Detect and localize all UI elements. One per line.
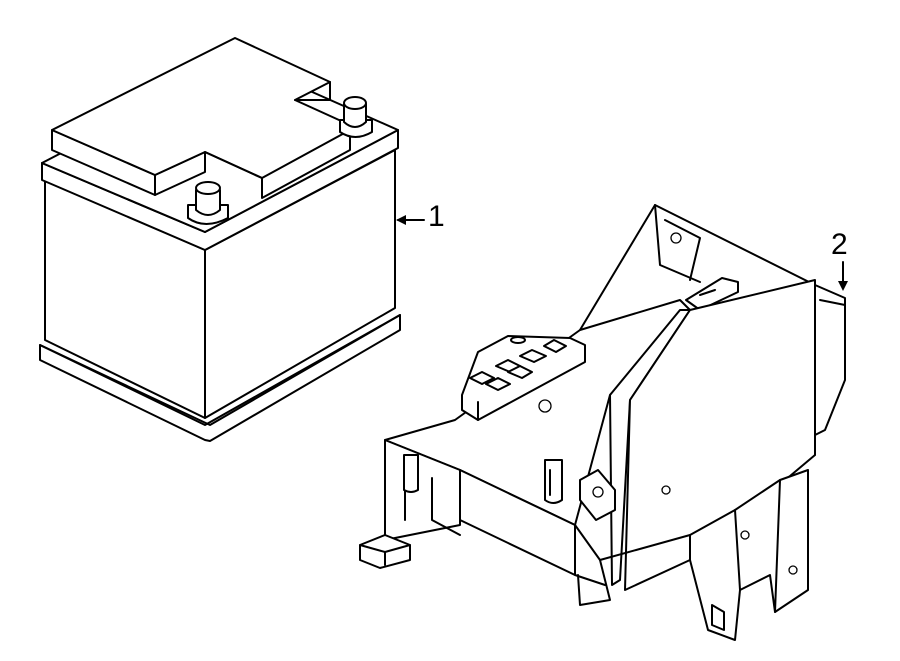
callout-label-2: 2 bbox=[831, 228, 848, 261]
callout-label-1: 1 bbox=[428, 200, 445, 233]
battery bbox=[39, 37, 401, 442]
battery-tray bbox=[359, 204, 846, 641]
callout-2-arrow bbox=[838, 261, 848, 291]
callout-1-arrow bbox=[396, 215, 425, 225]
